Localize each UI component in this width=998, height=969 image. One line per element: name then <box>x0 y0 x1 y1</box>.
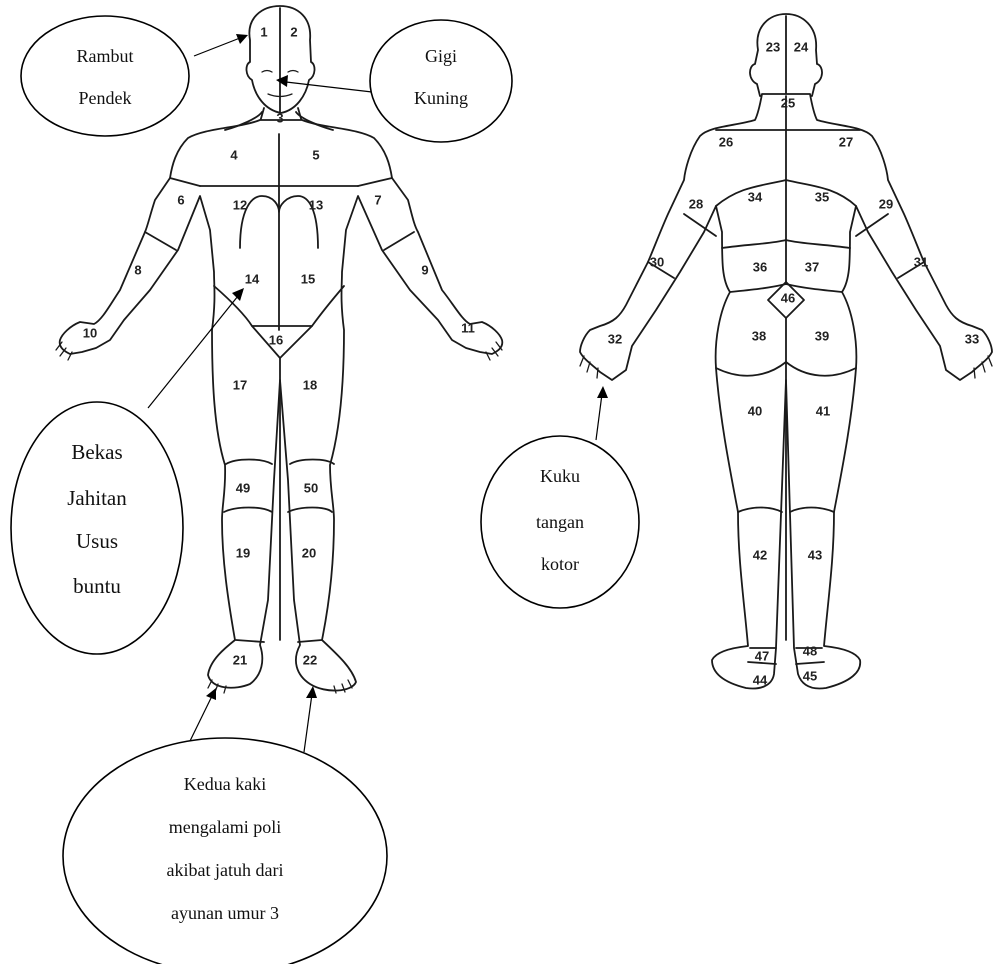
feet-note-line-4: ayunan umur 3 <box>171 903 279 923</box>
nails-arrow-icon <box>597 386 608 398</box>
feet-note-line-1: Kedua kaki <box>184 774 266 794</box>
teeth-note-line-1: Gigi <box>425 46 457 66</box>
front-region-17: 17 <box>233 377 247 392</box>
front-region-2: 2 <box>290 24 297 39</box>
back-region-28: 28 <box>689 196 703 211</box>
front-region-10: 10 <box>83 325 97 340</box>
back-body-figure: 23 24 25 26 27 28 29 30 31 32 33 34 35 36 37 46 38 39 40 41… <box>580 14 992 688</box>
front-region-7: 7 <box>374 192 381 207</box>
front-region-19: 19 <box>236 545 250 560</box>
front-region-14: 14 <box>245 271 260 286</box>
feet-note-line-2: mengalami poli <box>169 817 281 837</box>
back-region-41: 41 <box>816 403 830 418</box>
back-region-37: 37 <box>805 259 819 274</box>
front-region-3: 3 <box>276 110 283 125</box>
teeth-annotation: Gigi Kuning <box>370 20 512 142</box>
front-region-22: 22 <box>303 652 317 667</box>
front-region-11: 11 <box>461 320 475 335</box>
back-region-31: 31 <box>914 254 928 269</box>
front-region-50: 50 <box>304 480 318 495</box>
feet-annotation: Kedua kaki mengalami poli akibat jatuh d… <box>63 738 387 964</box>
scar-note-line-4: buntu <box>73 574 121 598</box>
back-region-45: 45 <box>803 668 817 683</box>
front-region-5: 5 <box>312 147 319 162</box>
front-region-16: 16 <box>269 332 283 347</box>
nails-note-line-1: Kuku <box>540 466 580 486</box>
back-region-34: 34 <box>748 189 763 204</box>
back-region-35: 35 <box>815 189 829 204</box>
back-region-33: 33 <box>965 331 979 346</box>
feet-note-line-3: akibat jatuh dari <box>167 860 284 880</box>
back-region-39: 39 <box>815 328 829 343</box>
back-region-46: 46 <box>781 290 795 305</box>
nails-note-line-3: kotor <box>541 554 579 574</box>
scar-note-line-1: Bekas <box>71 440 122 464</box>
front-region-15: 15 <box>301 271 315 286</box>
back-region-47: 47 <box>755 648 769 663</box>
back-region-27: 27 <box>839 134 853 149</box>
hair-note-line-2: Pendek <box>79 88 132 108</box>
front-region-12: 12 <box>233 197 247 212</box>
back-region-48: 48 <box>803 643 817 658</box>
scar-annotation: Bekas Jahitan Usus buntu <box>11 402 183 654</box>
front-region-18: 18 <box>303 377 317 392</box>
nails-note-line-2: tangan <box>536 512 584 532</box>
hair-annotation: Rambut Pendek <box>21 16 189 136</box>
back-region-36: 36 <box>753 259 767 274</box>
back-region-40: 40 <box>748 403 762 418</box>
back-region-38: 38 <box>752 328 766 343</box>
back-region-24: 24 <box>794 39 809 54</box>
front-region-49: 49 <box>236 480 250 495</box>
back-region-32: 32 <box>608 331 622 346</box>
back-region-43: 43 <box>808 547 822 562</box>
back-region-23: 23 <box>766 39 780 54</box>
back-region-30: 30 <box>650 254 664 269</box>
scar-note-line-2: Jahitan <box>67 486 127 510</box>
front-region-1: 1 <box>260 24 267 39</box>
front-region-20: 20 <box>302 545 316 560</box>
nails-annotation: Kuku tangan kotor <box>481 436 639 608</box>
front-region-13: 13 <box>309 197 323 212</box>
back-region-26: 26 <box>719 134 733 149</box>
front-region-6: 6 <box>177 192 184 207</box>
back-region-29: 29 <box>879 196 893 211</box>
scar-note-line-3: Usus <box>76 529 118 553</box>
front-region-21: 21 <box>233 652 247 667</box>
back-region-44: 44 <box>753 672 768 687</box>
back-region-42: 42 <box>753 547 767 562</box>
back-region-25: 25 <box>781 95 795 110</box>
front-region-4: 4 <box>230 147 238 162</box>
front-region-8: 8 <box>134 262 141 277</box>
front-region-9: 9 <box>421 262 428 277</box>
teeth-note-line-2: Kuning <box>414 88 468 108</box>
hair-note-line-1: Rambut <box>77 46 134 66</box>
